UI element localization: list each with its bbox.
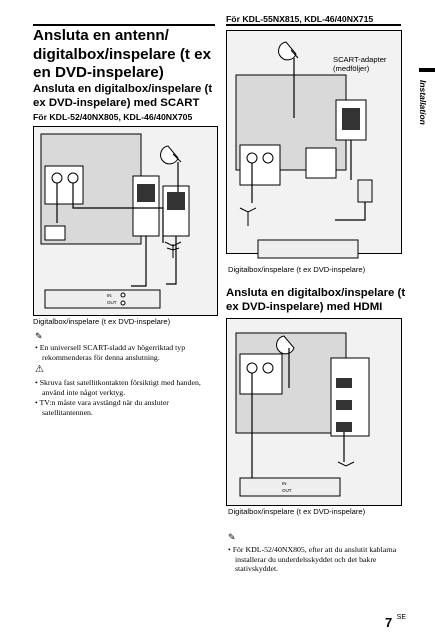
satellite-dish-icon xyxy=(276,335,295,355)
hdmi-port-icon xyxy=(336,400,352,410)
left-diagram-drawing: IN OUT xyxy=(40,133,190,309)
svg-text:IN: IN xyxy=(107,293,112,298)
left-device-caption: Digitalbox/inspelare (t ex DVD-inspelare… xyxy=(33,317,171,326)
svg-text:OUT: OUT xyxy=(107,300,117,305)
installation-side-tab xyxy=(419,68,435,72)
set-top-box-icon xyxy=(257,239,359,259)
hdmi-heading: Ansluta en digitalbox/inspelare (t ex DV… xyxy=(226,287,406,313)
page-number-value: 7 xyxy=(385,615,393,630)
scart-subtitle: Ansluta en digitalbox/inspelare (t ex DV… xyxy=(33,83,213,109)
sat-connector-icon xyxy=(51,172,63,184)
section-title: Ansluta en antenn/ digitalbox/inspelare … xyxy=(33,27,212,81)
right-device-caption-1: Digitalbox/inspelare (t ex DVD-inspelare… xyxy=(228,265,366,274)
warning-icon: ⚠ xyxy=(35,364,44,375)
left-tip-text: En universell SCART-sladd av högerriktad… xyxy=(35,343,215,362)
scart-adapter-icon xyxy=(357,179,373,203)
antenna-icon xyxy=(239,207,257,226)
satellite-dish-icon xyxy=(278,41,299,61)
right-tip-note: För KDL-52/40NX805, efter att du ansluti… xyxy=(228,545,403,575)
left-tip-note: En universell SCART-sladd av högerriktad… xyxy=(35,343,215,363)
left-warning-notes: Skruva fast satellitkontakten försiktigt… xyxy=(35,378,215,418)
antenna-icon xyxy=(164,241,182,258)
right-diagram-hdmi-drawing: IN OUT xyxy=(235,332,370,497)
right-heading-rule xyxy=(226,24,401,26)
set-top-box-icon xyxy=(239,477,341,497)
scart-adapter-label: SCART-adapter (medföljer) xyxy=(333,55,387,73)
left-model-heading: För KDL-52/40NX805, KDL-46/40NX705 xyxy=(33,112,193,122)
right-tip-text: För KDL-52/40NX805, efter att du ansluti… xyxy=(228,545,403,574)
satellite-dish-icon xyxy=(160,145,182,165)
svg-text:IN: IN xyxy=(282,481,287,486)
antenna-connector-icon xyxy=(67,172,79,184)
right-model-heading: För KDL-55NX815, KDL-46/40NX715 xyxy=(226,14,374,24)
hdmi-port-icon xyxy=(336,378,352,388)
hdmi-port-icon xyxy=(336,422,352,432)
warning-item: TV:n måste vara avstängd när du ansluter… xyxy=(35,398,215,417)
right-device-caption-2: Digitalbox/inspelare (t ex DVD-inspelare… xyxy=(228,507,366,516)
warning-item: Skruva fast satellitkontakten försiktigt… xyxy=(35,378,215,397)
tip-icon: ✎ xyxy=(228,532,236,542)
installation-side-label: Installation xyxy=(418,80,428,125)
set-top-box-icon xyxy=(44,289,161,309)
right-diagram-scart-drawing xyxy=(235,41,373,259)
svg-text:OUT: OUT xyxy=(282,488,292,493)
left-heading-rule xyxy=(33,24,215,26)
antenna-icon xyxy=(337,461,355,467)
tip-icon: ✎ xyxy=(35,331,43,341)
page-number: 7 SE xyxy=(385,614,406,632)
page-language: SE xyxy=(396,614,407,621)
